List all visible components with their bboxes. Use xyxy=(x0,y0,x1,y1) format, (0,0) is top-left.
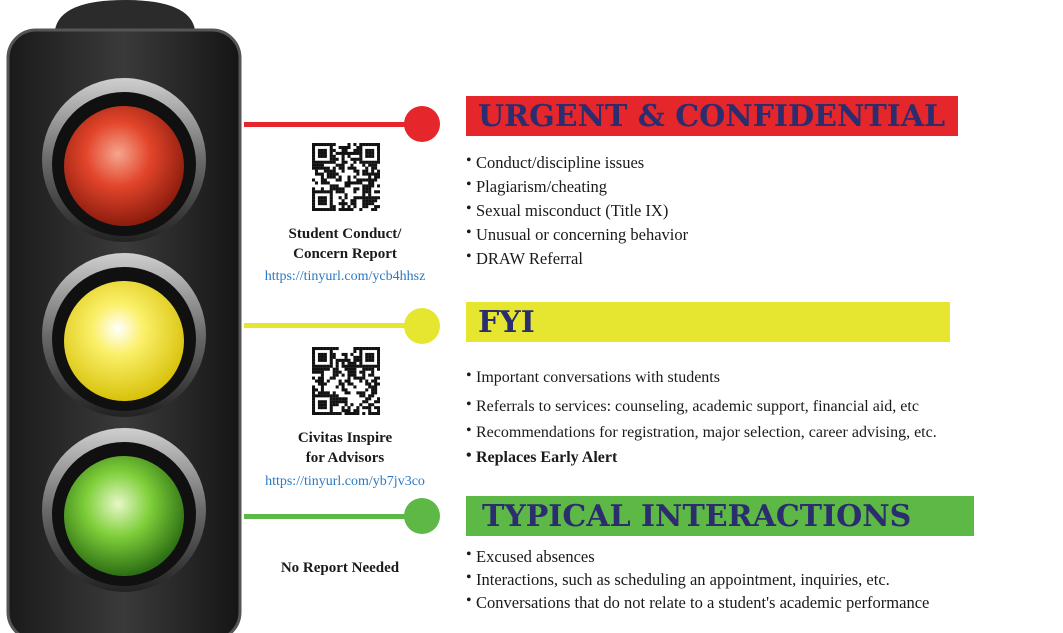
civitas-link[interactable]: https://tinyurl.com/yb7jv3co xyxy=(265,474,425,489)
traffic-light-cap xyxy=(55,0,195,30)
yellow-connector-line xyxy=(244,323,424,328)
green-connector-line xyxy=(244,514,424,519)
list-item: Excused absences xyxy=(466,544,929,569)
list-item: Unusual or concerning behavior xyxy=(466,222,688,248)
qr-code-icon xyxy=(312,347,380,415)
yellow-lamp xyxy=(64,281,184,401)
student-conduct-label: Student Conduct/ Concern Report xyxy=(288,226,402,262)
typical-title: TYPICAL INTERACTIONS xyxy=(482,498,912,534)
typical-list: Excused absences Interactions, such as s… xyxy=(466,544,929,616)
red-connector-line xyxy=(244,122,424,127)
green-connector-dot xyxy=(404,498,440,534)
fyi-list: Important conversations with students Re… xyxy=(466,365,937,471)
list-item: Interactions, such as scheduling an appo… xyxy=(466,567,929,592)
list-item: Referrals to services: counseling, acade… xyxy=(466,394,937,422)
urgent-title: URGENT & CONFIDENTIAL xyxy=(478,98,946,134)
green-lamp xyxy=(64,456,184,576)
list-item: Important conversations with students xyxy=(466,365,937,396)
yellow-connector-dot xyxy=(404,308,440,344)
urgent-list: Conduct/discipline issues Plagiarism/che… xyxy=(466,150,688,272)
list-item: Sexual misconduct (Title IX) xyxy=(466,198,688,224)
fyi-title: FYI xyxy=(478,304,535,340)
traffic-light xyxy=(6,0,242,633)
red-connector-dot xyxy=(404,106,440,142)
list-item: Conduct/discipline issues xyxy=(466,150,688,176)
urgent-banner: URGENT & CONFIDENTIAL xyxy=(466,96,958,136)
red-lamp xyxy=(64,106,184,226)
civitas-label: Civitas Inspire for Advisors xyxy=(297,430,393,466)
qr-code-icon xyxy=(312,143,380,211)
no-report-label: No Report Needed xyxy=(280,560,400,576)
list-item: DRAW Referral xyxy=(466,246,688,272)
list-item: Conversations that do not relate to a st… xyxy=(466,590,929,616)
list-item: Plagiarism/cheating xyxy=(466,174,688,200)
list-item: Replaces Early Alert xyxy=(466,445,937,471)
fyi-banner: FYI xyxy=(466,302,950,342)
list-item: Recommendations for registration, major … xyxy=(466,420,937,447)
typical-banner: TYPICAL INTERACTIONS xyxy=(466,496,974,536)
student-conduct-link[interactable]: https://tinyurl.com/ycb4hhsz xyxy=(264,269,426,284)
